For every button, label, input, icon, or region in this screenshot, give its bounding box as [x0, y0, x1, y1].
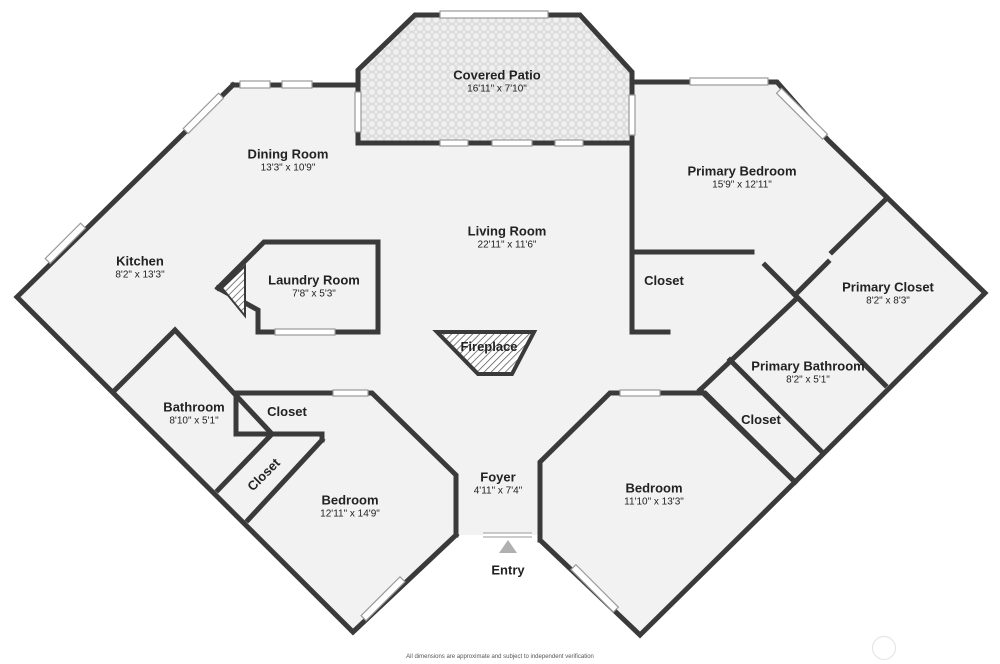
room-dimensions: 13'3" x 10'9"	[260, 162, 316, 174]
room-name: Kitchen	[116, 253, 164, 269]
room-name: Closet	[741, 411, 781, 427]
foyer-label: Foyer 4'11" x 7'4"	[474, 470, 523, 499]
primary-closet-label: Primary Closet 8'2" x 8'3"	[842, 280, 934, 309]
closet-label: Closet	[644, 273, 684, 289]
room-dimensions: 11'10" x 13'3"	[624, 496, 684, 508]
room-dimensions: 8'2" x 13'3"	[115, 269, 165, 281]
door-openings	[483, 532, 532, 538]
room-dimensions: 16'11" x 7'10"	[467, 83, 527, 95]
room-name: Dining Room	[247, 146, 329, 162]
patio-wall	[355, 12, 635, 91]
closet-label: Closet	[741, 412, 781, 428]
room-dimensions: 22'11" x 11'6"	[477, 239, 537, 251]
room-name: Foyer	[480, 469, 516, 485]
room-dimensions: 15'9" x 12'11"	[712, 179, 772, 191]
kitchen-label: Kitchen 8'2" x 13'3"	[115, 254, 164, 283]
room-dimensions: 8'2" x 8'3"	[866, 295, 910, 307]
room-dimensions: 12'11" x 14'9"	[320, 508, 380, 520]
room-name: Bathroom	[163, 399, 225, 415]
room-name: Covered Patio	[453, 67, 541, 83]
room-dimensions: 4'11" x 7'4"	[473, 485, 523, 497]
room-dimensions: 7'8" x 5'3"	[292, 288, 336, 300]
entry-label: Entry	[491, 562, 525, 578]
entry-arrow	[499, 540, 517, 553]
room-name: Primary Bedroom	[687, 163, 797, 179]
room-name: Laundry Room	[268, 272, 360, 288]
bedroom-left-label: Bedroom 12'11" x 14'9"	[320, 493, 380, 522]
room-dimensions: 8'2" x 5'1"	[786, 374, 830, 386]
living-room-label: Living Room 22'11" x 11'6"	[468, 224, 547, 253]
room-name: Primary Bathroom	[751, 358, 865, 374]
room-name: Living Room	[467, 223, 547, 239]
primary-bathroom-label: Primary Bathroom 8'2" x 5'1"	[751, 359, 864, 388]
laundry-room-label: Laundry Room 7'8" x 5'3"	[268, 273, 360, 302]
closet-label: Closet	[267, 404, 307, 420]
windows	[44, 10, 829, 622]
primary-bedroom-label: Primary Bedroom 15'9" x 12'11"	[687, 164, 796, 193]
room-name: Closet	[644, 272, 684, 288]
room-name: Primary Closet	[842, 279, 934, 295]
patio-floor	[360, 15, 632, 143]
room-dimensions: 8'10" x 5'1"	[169, 415, 219, 427]
dining-room-label: Dining Room 13'3" x 10'9"	[248, 147, 329, 176]
room-name: Closet	[267, 403, 307, 419]
bathroom-label: Bathroom 8'10" x 5'1"	[163, 400, 224, 429]
bedroom-right-label: Bedroom 11'10" x 13'3"	[624, 481, 684, 510]
fireplace-label: Fireplace	[460, 339, 517, 355]
room-name: Bedroom	[321, 492, 379, 508]
room-name: Fireplace	[460, 338, 518, 354]
interior-walls	[111, 140, 889, 543]
watermark-seal	[872, 636, 896, 660]
covered-patio-label: Covered Patio 16'11" x 7'10"	[453, 68, 540, 97]
room-name: Bedroom	[625, 480, 683, 496]
disclaimer-note: All dimensions are approximate and subje…	[406, 654, 594, 660]
